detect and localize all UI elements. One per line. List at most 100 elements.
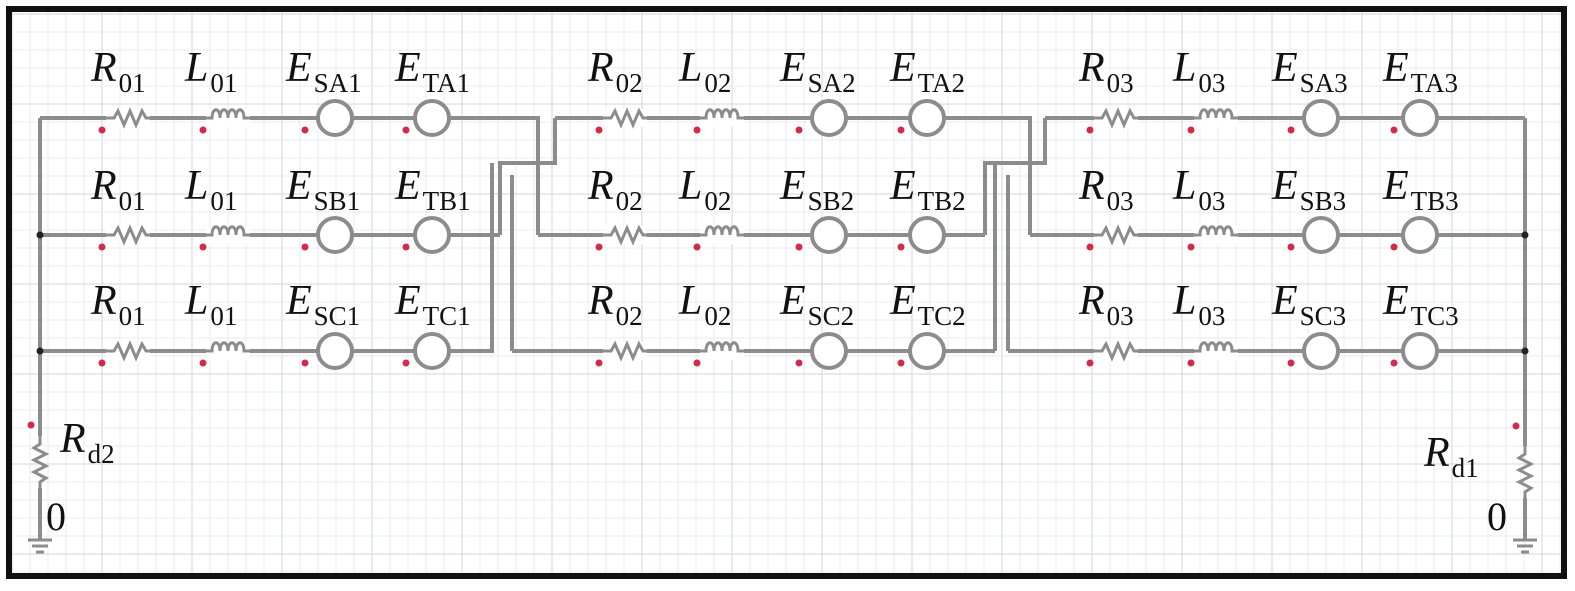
resistor xyxy=(603,224,647,246)
transposition-b1-a2 xyxy=(498,118,557,235)
label-es: ESC3 xyxy=(1271,278,1346,331)
source-s xyxy=(1302,332,1340,370)
terminal-dot xyxy=(1390,126,1398,134)
terminal-dot xyxy=(795,243,803,251)
label-es: ESA2 xyxy=(779,45,856,98)
terminal-dot xyxy=(595,126,603,134)
terminal-dot xyxy=(1287,359,1295,367)
label-es: ESB3 xyxy=(1271,163,1346,216)
terminal-dot xyxy=(1187,126,1195,134)
terminal-dot xyxy=(1512,422,1520,430)
label-es: ESC2 xyxy=(779,278,854,331)
source-t xyxy=(413,216,451,254)
source-t xyxy=(1401,216,1439,254)
source-t xyxy=(908,332,946,370)
terminal-dot xyxy=(1187,359,1195,367)
resistor xyxy=(106,107,150,129)
terminal-dot xyxy=(693,359,701,367)
inductor xyxy=(1194,108,1238,120)
terminal-dot xyxy=(27,421,35,429)
terminal-dot xyxy=(402,126,410,134)
ground-resistor-left xyxy=(30,436,50,488)
source-t xyxy=(1401,332,1439,370)
components xyxy=(98,99,1439,370)
source-s xyxy=(810,216,848,254)
label-r: R01 xyxy=(90,278,146,331)
grid-background xyxy=(11,12,1562,578)
label-et: ETA2 xyxy=(889,45,965,98)
terminal-dot xyxy=(897,359,905,367)
label-r: R03 xyxy=(1078,45,1134,98)
terminal-dot xyxy=(795,359,803,367)
terminal-dot xyxy=(199,359,207,367)
label-l: L03 xyxy=(1172,45,1225,98)
resistor xyxy=(106,340,150,362)
label-r: R02 xyxy=(587,278,643,331)
label-et: ETA1 xyxy=(394,45,470,98)
terminal-dot xyxy=(693,243,701,251)
terminal-dot xyxy=(1390,243,1398,251)
node-zero-left: 0 xyxy=(46,494,66,539)
resistor xyxy=(1094,224,1138,246)
resistor xyxy=(603,340,647,362)
terminal-dot xyxy=(595,243,603,251)
label-rd2: Rd2 xyxy=(59,416,115,469)
transposition-c1 xyxy=(470,163,494,353)
ground-resistor-right xyxy=(1515,446,1535,498)
label-r: R01 xyxy=(90,163,146,216)
terminal-dot xyxy=(1390,359,1398,367)
source-s xyxy=(810,99,848,137)
diagram-border xyxy=(6,6,1567,579)
label-rd1: Rd1 xyxy=(1423,430,1479,483)
terminal-dot xyxy=(1086,126,1094,134)
resistor xyxy=(1094,107,1138,129)
label-es: ESB2 xyxy=(779,163,854,216)
terminal-dot xyxy=(301,243,309,251)
resistor xyxy=(603,107,647,129)
inductor xyxy=(1194,225,1238,237)
label-l: L03 xyxy=(1172,163,1225,216)
terminal-dot xyxy=(402,359,410,367)
terminal-dot xyxy=(301,359,309,367)
transposition-a1-b2 xyxy=(470,116,540,235)
inductor xyxy=(206,225,250,237)
resistor xyxy=(106,224,150,246)
terminal-dot xyxy=(98,126,106,134)
label-l: L02 xyxy=(678,45,731,98)
inductor xyxy=(700,108,744,120)
label-et: ETC2 xyxy=(889,278,966,331)
label-et: ETC3 xyxy=(1382,278,1459,331)
label-et: ETB1 xyxy=(394,163,471,216)
label-l: L01 xyxy=(184,163,237,216)
terminal-dot xyxy=(1086,359,1094,367)
source-t xyxy=(1401,99,1439,137)
inductor xyxy=(1194,341,1238,353)
resistor xyxy=(1094,340,1138,362)
junction-dot xyxy=(1521,347,1529,355)
terminal-dot xyxy=(301,126,309,134)
junction-dot xyxy=(36,231,44,239)
source-t xyxy=(908,99,946,137)
source-t xyxy=(413,332,451,370)
terminal-dot xyxy=(98,359,106,367)
source-s xyxy=(1302,216,1340,254)
inductor xyxy=(206,341,250,353)
inductor xyxy=(700,341,744,353)
label-es: ESB1 xyxy=(285,163,360,216)
junction-dot xyxy=(1521,231,1529,239)
terminal-dot xyxy=(199,126,207,134)
label-es: ESA3 xyxy=(1271,45,1348,98)
label-l: L03 xyxy=(1172,278,1225,331)
source-t xyxy=(413,99,451,137)
label-et: ETB2 xyxy=(889,163,966,216)
label-l: L02 xyxy=(678,163,731,216)
label-l: L01 xyxy=(184,45,237,98)
terminal-dot xyxy=(795,126,803,134)
terminal-dot xyxy=(897,243,905,251)
terminal-dot xyxy=(1187,243,1195,251)
